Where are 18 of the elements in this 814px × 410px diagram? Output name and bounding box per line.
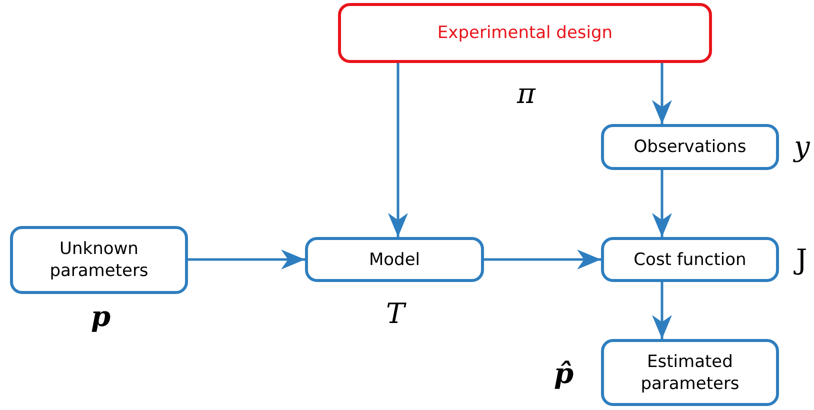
arrow [484,250,601,270]
math-symbol: p [91,301,111,333]
node-label: Unknown parameters [48,238,150,282]
arrow [652,282,672,339]
math-symbol: T [386,298,405,330]
node-label: Experimental design [436,22,614,44]
math-symbol: π [517,78,536,110]
arrow [652,63,672,124]
math-symbol: y [794,131,810,163]
node-label: Model [368,248,422,270]
arrow [388,63,408,237]
node-label: Estimated parameters [640,350,740,394]
arrow [188,250,305,270]
arrow [652,170,672,237]
node-label: Cost function [632,248,748,270]
math-symbol: J [796,244,808,276]
math-symbol: p̂ [554,358,574,390]
node-label: Observations [632,136,748,158]
